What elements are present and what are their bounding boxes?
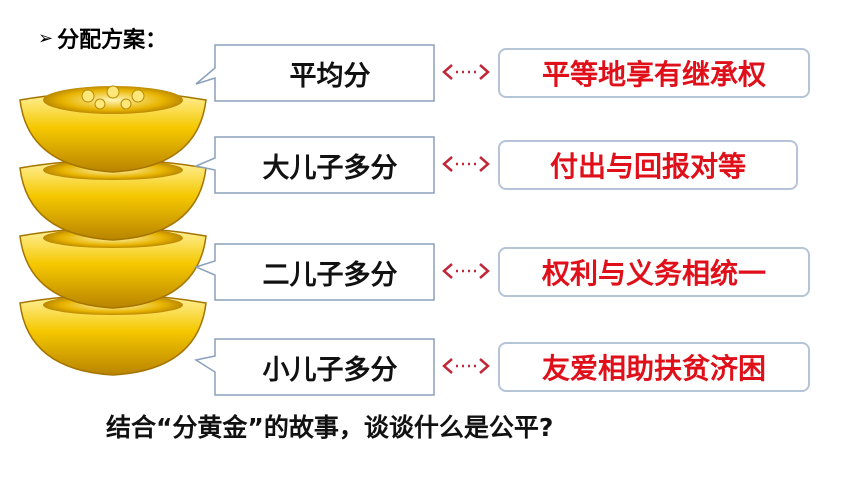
plan-option-1: 平均分	[289, 60, 371, 92]
plan-option-4: 小儿子多分	[262, 354, 398, 386]
section-heading: ➢ 分配方案：	[38, 22, 167, 54]
plan-reason-1: 平等地享有继承权	[498, 48, 810, 98]
gold-ingot-stack	[18, 80, 208, 380]
double-arrow-icon	[442, 156, 490, 172]
plan-callout-2: 大儿子多分	[193, 136, 435, 194]
bullet-arrow-icon: ➢	[38, 27, 54, 49]
plan-reason-2: 付出与回报对等	[498, 140, 798, 190]
double-arrow-icon	[442, 263, 490, 279]
plan-reason-3: 权利与义务相统一	[498, 247, 810, 297]
discussion-question: 结合“分黄金”的故事，谈谈什么是公平?	[106, 413, 554, 442]
callout-shape	[195, 44, 435, 102]
callout-shape	[193, 243, 435, 301]
callout-shape	[193, 136, 435, 194]
double-arrow-icon	[442, 64, 490, 80]
callout-shape	[194, 338, 435, 396]
plan-option-2: 大儿子多分	[262, 152, 398, 184]
heading-text: 分配方案：	[57, 28, 168, 53]
plan-callout-1: 平均分	[195, 44, 435, 102]
double-arrow-icon	[442, 358, 490, 374]
plan-option-3: 二儿子多分	[262, 259, 398, 291]
plan-callout-4: 小儿子多分	[194, 338, 435, 396]
plan-callout-3: 二儿子多分	[193, 243, 435, 301]
plan-reason-4: 友爱相助扶贫济困	[498, 342, 810, 392]
gold-ingot-icon	[19, 85, 207, 376]
